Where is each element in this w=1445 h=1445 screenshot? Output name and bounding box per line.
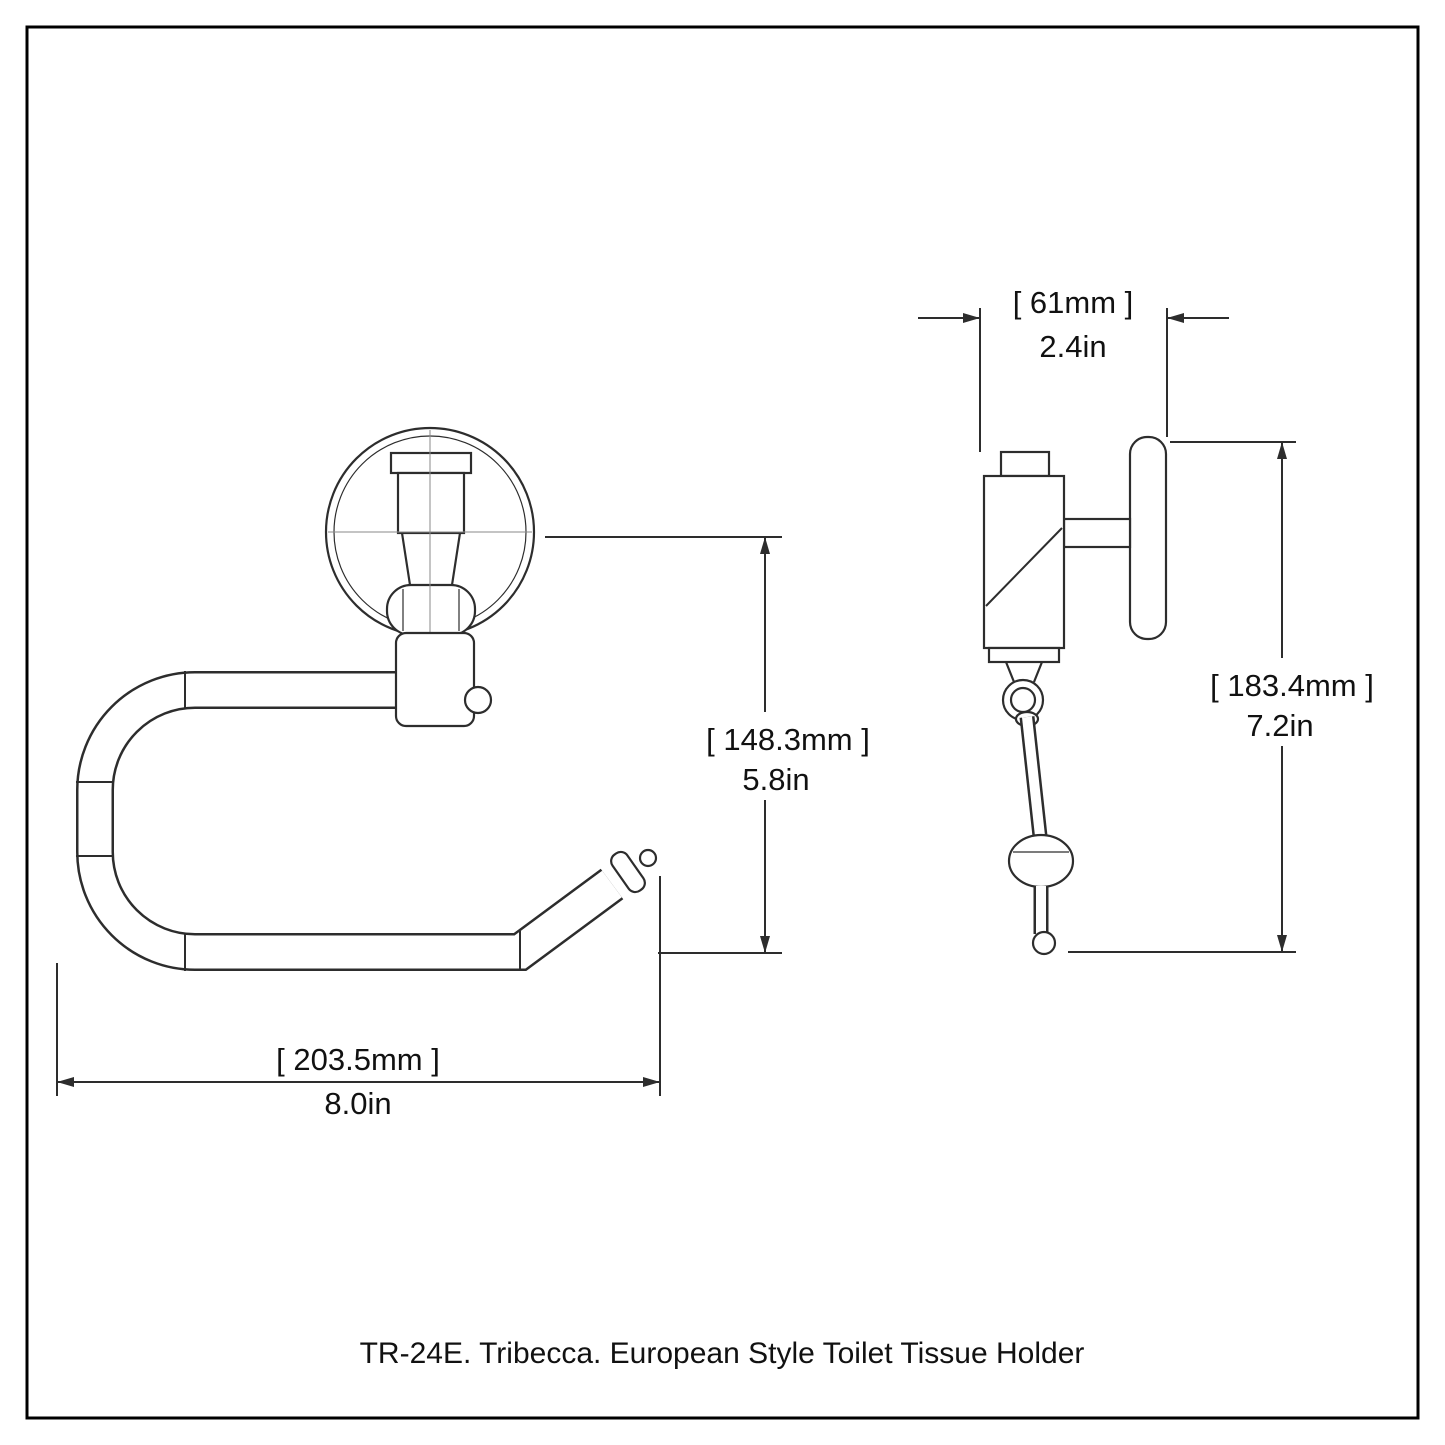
dim-side-height-imperial: 7.2in xyxy=(1246,708,1313,743)
dim-depth-imperial: 2.4in xyxy=(1039,329,1106,364)
arrowhead-right xyxy=(643,1077,660,1087)
page-border xyxy=(25,25,1420,1420)
mounting-post xyxy=(1062,517,1132,549)
post-body xyxy=(396,471,466,535)
arrowhead-right xyxy=(963,313,980,323)
arrowhead-down xyxy=(760,936,770,953)
rod-fill xyxy=(1022,716,1045,837)
post-cap xyxy=(389,451,473,475)
clevis-sides xyxy=(400,532,462,586)
arm-tube-outline xyxy=(76,671,624,971)
mounting-plate xyxy=(1128,435,1168,641)
hook-end-cap xyxy=(610,850,646,894)
dim-width: [ 203.5mm ] 8.0in xyxy=(56,876,661,1121)
front-view xyxy=(76,426,658,971)
body-cylinder xyxy=(982,474,1066,650)
dim-front-height-imperial: 5.8in xyxy=(742,762,809,797)
dim-side-height: [ 183.4mm ] 7.2in xyxy=(1068,441,1398,953)
hook-end-cap-group xyxy=(610,850,646,894)
body-seam-line xyxy=(985,527,1063,607)
text-mask xyxy=(686,712,894,800)
dim-depth-metric: [ 61mm ] xyxy=(1013,285,1134,320)
hook-tip xyxy=(1031,930,1057,956)
dim-front-height-metric: [ 148.3mm ] xyxy=(706,722,870,757)
dim-width-imperial: 8.0in xyxy=(324,1086,391,1121)
ball xyxy=(1007,833,1075,889)
dim-depth: [ 61mm ] 2.4in xyxy=(918,285,1229,452)
body-cap xyxy=(999,450,1051,478)
drawing-caption: TR-24E. Tribecca. European Style Toilet … xyxy=(360,1337,1085,1370)
hook-end-knob xyxy=(638,848,658,868)
pivot-barrel xyxy=(385,583,477,637)
arrowhead-left xyxy=(1167,313,1184,323)
arrowhead-up xyxy=(1277,442,1287,459)
dim-front-height: [ 148.3mm ] 5.8in xyxy=(545,536,894,954)
body-flange xyxy=(987,646,1061,664)
arm-tube-fill xyxy=(78,673,622,969)
neck-taper xyxy=(1004,661,1044,683)
arm-housing xyxy=(394,631,476,728)
set-screw-knob xyxy=(463,685,493,715)
dim-width-metric: [ 203.5mm ] xyxy=(276,1042,440,1077)
ring-inner xyxy=(1009,686,1037,714)
text-mask xyxy=(1188,658,1398,746)
dim-side-height-metric: [ 183.4mm ] xyxy=(1210,668,1374,703)
side-view xyxy=(982,435,1168,956)
arrowhead-left xyxy=(57,1077,74,1087)
arrowhead-down xyxy=(1277,935,1287,952)
arrowhead-up xyxy=(760,537,770,554)
